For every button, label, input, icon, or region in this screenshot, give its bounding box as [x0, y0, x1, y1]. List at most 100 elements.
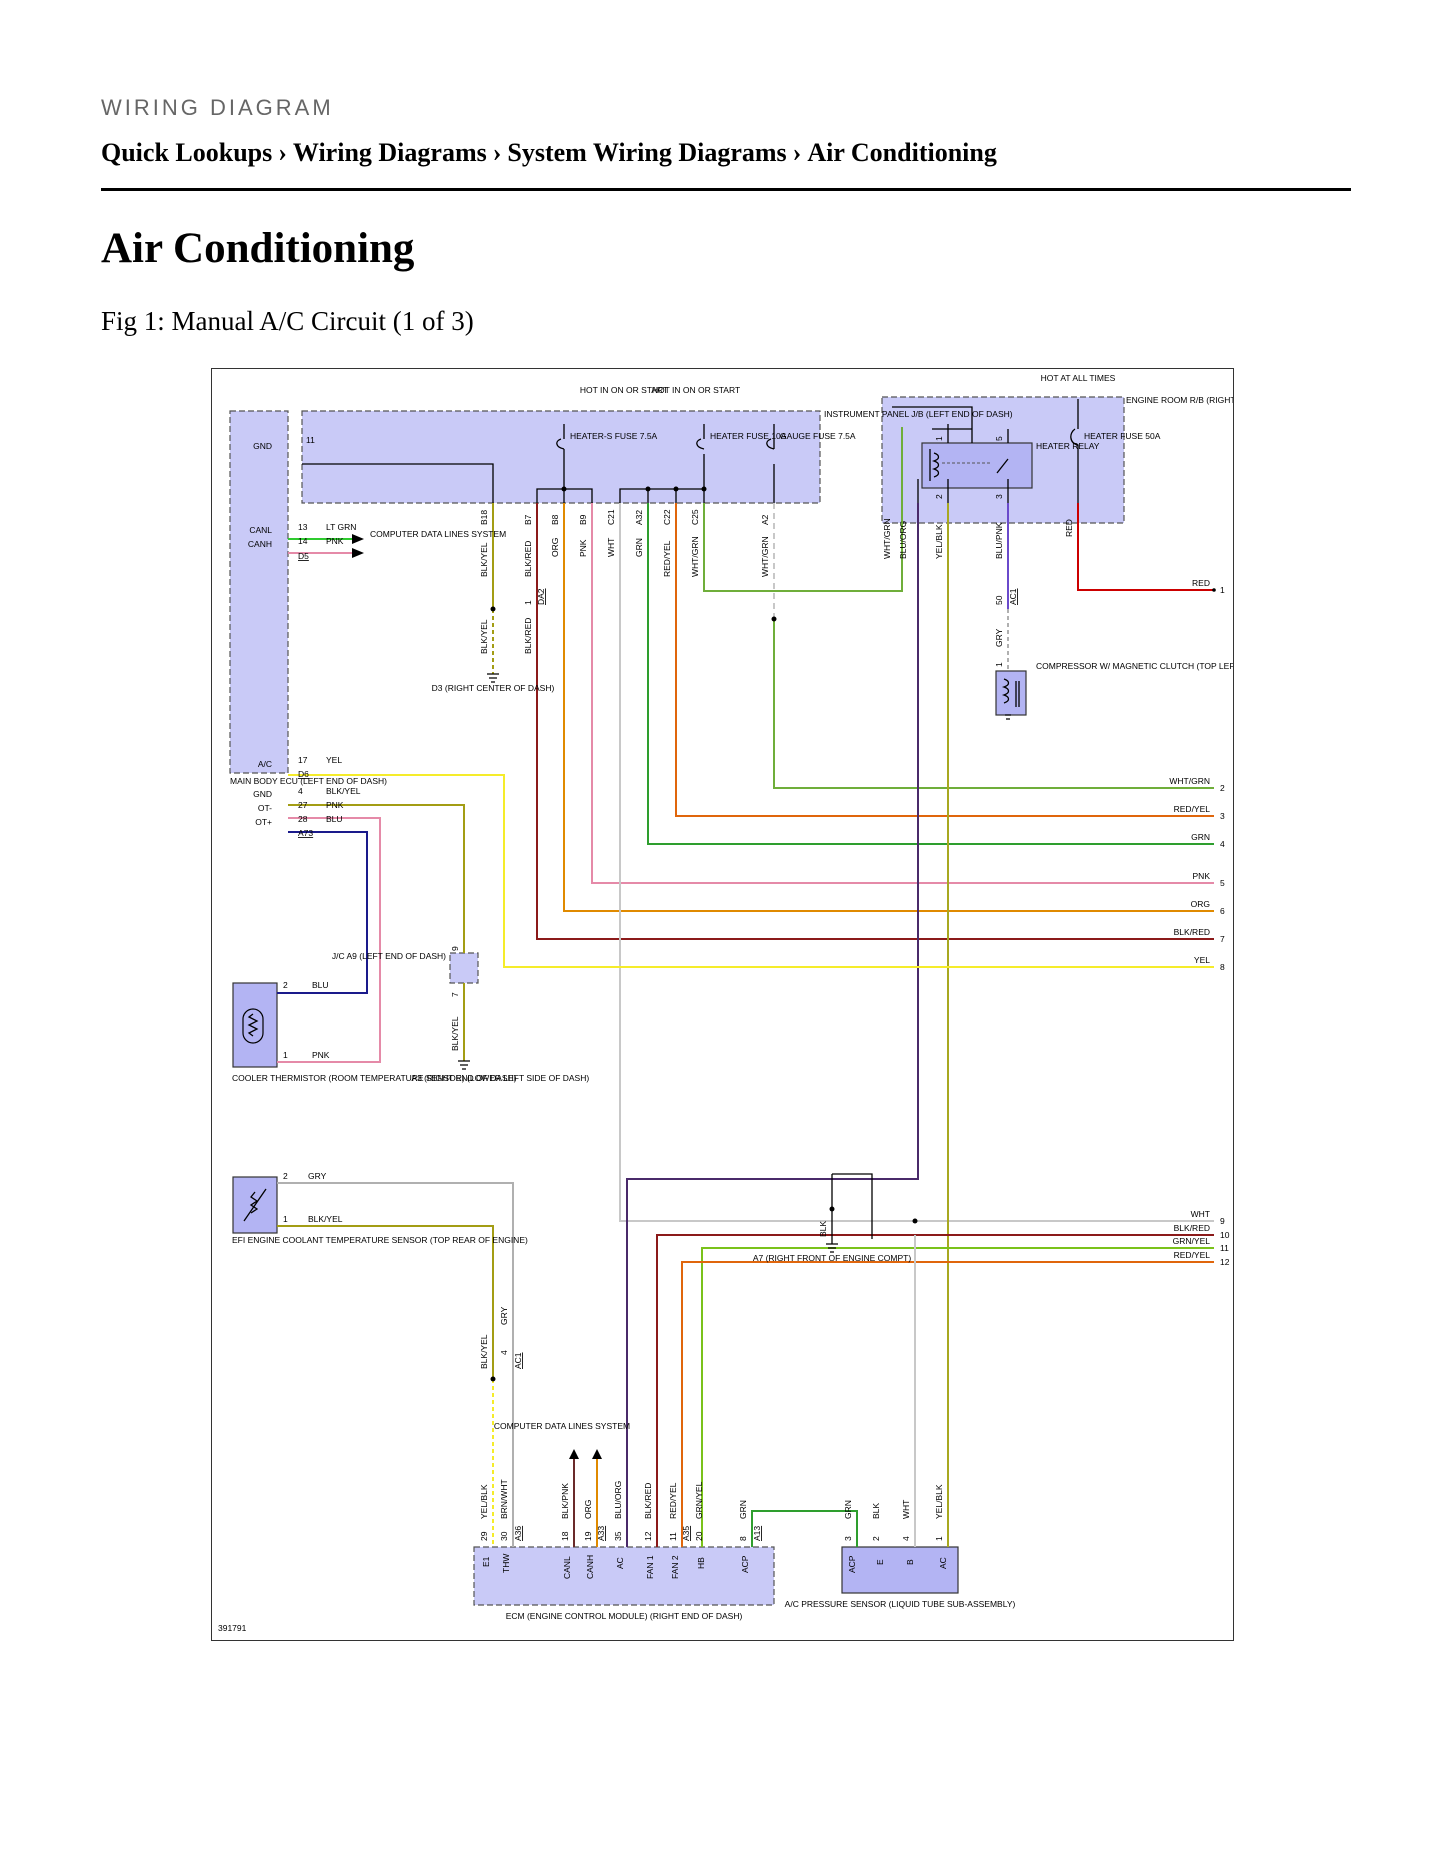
terminal-dot — [1212, 588, 1216, 592]
jb-wire-label: ORG — [550, 538, 560, 557]
da2-connector: DA2 — [536, 588, 546, 605]
d3-wire-label: BLK/YEL — [479, 619, 489, 654]
ecu-pin-number: 4 — [298, 786, 303, 796]
ecu-connector-d6: D6 — [298, 769, 309, 779]
sensor-pin-wire: WHT — [901, 1500, 911, 1519]
breadcrumb-item-system-wiring-diagrams[interactable]: System Wiring Diagrams — [507, 138, 787, 167]
ecu-pin-wire: LT GRN — [326, 522, 356, 532]
ecu-pin-wire: YEL — [326, 755, 342, 765]
ecu-pin-number: 17 — [298, 755, 308, 765]
right-terminal-label: GRN/YEL — [1173, 1236, 1211, 1246]
right-terminal-label: RED/YEL — [1174, 804, 1211, 814]
sensor-pin-name: B — [905, 1559, 915, 1565]
right-terminals: RED 1 WHT/GRN 2 RED/YEL 3 GRN 4 PNK 5 OR… — [1169, 578, 1229, 1267]
sensor-pin-wire: GRN — [843, 1500, 853, 1519]
compressor-pin: 1 — [994, 662, 1004, 667]
ecm-pin-wire: ORG — [583, 1500, 593, 1519]
jc-pin-bottom: 7 — [450, 992, 460, 997]
relay-pin: 3 — [994, 494, 1004, 499]
ecm-pin-number: 20 — [694, 1531, 704, 1541]
ecu-pin-number: 11 — [306, 435, 315, 445]
ground-icon — [487, 673, 499, 683]
figure-caption: Fig 1: Manual A/C Circuit (1 of 3) — [101, 306, 474, 336]
right-terminal-number: 10 — [1220, 1230, 1230, 1240]
efi-pin1: 1 — [283, 1214, 288, 1224]
ecm-pin-name: ACP — [740, 1555, 750, 1573]
right-terminal-label: WHT — [1191, 1209, 1210, 1219]
gauge-fuse-label: GAUGE FUSE 7.5A — [780, 431, 856, 441]
fuse-icons — [556, 428, 1079, 479]
instrument-panel-jb-label: INSTRUMENT PANEL J/B (LEFT END OF DASH) — [824, 409, 1013, 419]
ecm-box — [473, 1546, 775, 1606]
ecm-pin-name: FAN 2 — [670, 1555, 680, 1579]
cooler-thermistor-label: COOLER THERMISTOR (ROOM TEMPERATURE SENS… — [232, 1073, 589, 1083]
right-terminal-label: RED/YEL — [1174, 1250, 1211, 1260]
breadcrumb: Quick Lookups›Wiring Diagrams›System Wir… — [101, 138, 997, 168]
ecu-pin-name: OT- — [258, 803, 272, 813]
ecm-connector-a36: A36 — [513, 1526, 523, 1541]
ecu-pin-wire: PNK — [326, 536, 344, 546]
heater-relay-box — [921, 442, 1033, 489]
ecm-pin-wire: BLK/RED — [643, 1483, 653, 1519]
compressor-box — [995, 670, 1027, 716]
ecu-pin-ot-plus: OT+ 28 BLU A73 — [255, 814, 342, 838]
jb-terminal: C22 — [662, 509, 672, 525]
heater-fuse-50a-label: HEATER FUSE 50A — [1084, 431, 1161, 441]
efi-blkyel-label: BLK/YEL — [479, 1334, 489, 1369]
heater-fuse-10a-label: HEATER FUSE 10A — [710, 431, 787, 441]
compressor-label: COMPRESSOR W/ MAGNETIC CLUTCH (TOP LEFT … — [1036, 661, 1233, 671]
instrument-panel-jb-box — [301, 410, 821, 504]
ecu-pin-name: GND — [253, 441, 272, 451]
right-terminal-number: 2 — [1220, 783, 1225, 793]
ecm-label: ECM (ENGINE CONTROL MODULE) (RIGHT END O… — [506, 1611, 743, 1621]
ecm-pin-wire: YEL/BLK — [479, 1484, 489, 1519]
efi-sensor-label: EFI ENGINE COOLANT TEMPERATURE SENSOR (T… — [232, 1235, 528, 1245]
jc-wire-label: BLK/YEL — [450, 1016, 460, 1051]
ecu-pin-gnd2: GND 4 BLK/YEL — [253, 786, 361, 799]
ecu-pin-ac: A/C 17 YEL D6 — [258, 755, 343, 779]
sensor-pin-number: 2 — [871, 1536, 881, 1541]
ecm-pin-number: 18 — [560, 1531, 570, 1541]
ecu-pin-name: GND — [253, 789, 272, 799]
compressor-clutch-icon — [1001, 678, 1020, 707]
right-terminal-label: BLK/RED — [1174, 1223, 1210, 1233]
ecm-pin-number: 35 — [613, 1531, 623, 1541]
ecm-pin-wire: BRN/WHT — [499, 1479, 509, 1519]
right-terminal-label: ORG — [1191, 899, 1210, 909]
ecm-connector-a13: A13 — [752, 1526, 762, 1541]
splice-dot — [673, 486, 679, 492]
ground-a3-label: A3 (RIGHT END OF DASH) — [411, 1073, 516, 1083]
splice-dot — [645, 486, 651, 492]
breadcrumb-item-air-conditioning[interactable]: Air Conditioning — [807, 138, 997, 167]
jb-terminal: B7 — [523, 514, 533, 525]
right-terminal-number: 8 — [1220, 962, 1225, 972]
ac-pressure-sensor-label: A/C PRESSURE SENSOR (LIQUID TUBE SUB-ASS… — [785, 1599, 1016, 1609]
main-body-ecu-label: MAIN BODY ECU (LEFT END OF DASH) — [230, 776, 387, 786]
jb-wire-label: RED/YEL — [662, 540, 672, 577]
ecm-pin-name: CANH — [585, 1555, 595, 1579]
right-terminal-label: PNK — [1193, 871, 1211, 881]
jb-terminal: C25 — [690, 509, 700, 525]
jc-a9-label: J/C A9 (LEFT END OF DASH) — [332, 951, 446, 961]
a7-wire-label: BLK — [818, 1221, 828, 1237]
wiring-diagram-svg: HOT IN ON OR START HOT IN ON OR START HO… — [218, 373, 1233, 1633]
splice-dot — [771, 616, 777, 622]
jb-wire-label: WHT/GRN — [760, 536, 770, 577]
ecm-pin-name: FAN 1 — [645, 1555, 655, 1579]
right-terminal-number: 3 — [1220, 811, 1225, 821]
ecm-pin-name: E1 — [481, 1556, 491, 1567]
jb-wire-label: BLK/RED — [523, 541, 533, 577]
breadcrumb-separator: › — [792, 138, 802, 167]
da2-pin: 1 — [523, 600, 533, 605]
breadcrumb-item-wiring-diagrams[interactable]: Wiring Diagrams — [292, 138, 487, 167]
thermistor-pin1: 1 — [283, 1050, 288, 1060]
breadcrumb-item-quick-lookups[interactable]: Quick Lookups — [101, 138, 273, 167]
heater-relay-label: HEATER RELAY — [1036, 441, 1100, 451]
sensor-pin-number: 3 — [843, 1536, 853, 1541]
section-kicker: WIRING DIAGRAM — [101, 95, 334, 120]
relay-pin: 2 — [934, 494, 944, 499]
efi-pin2: 2 — [283, 1171, 288, 1181]
ground-icon — [826, 1243, 838, 1253]
arrow-icon — [592, 1449, 602, 1459]
figure-id: 391791 — [218, 1623, 247, 1633]
